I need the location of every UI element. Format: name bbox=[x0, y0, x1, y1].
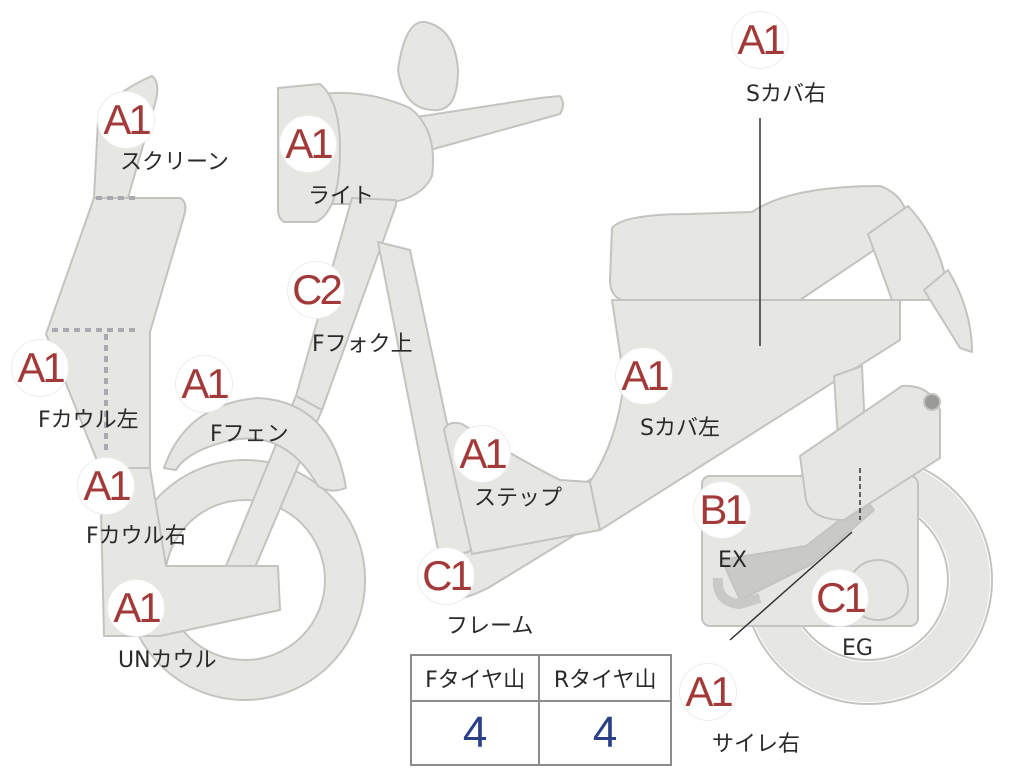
badge-cowl-left[interactable]: A1 bbox=[12, 340, 68, 396]
handlebar bbox=[409, 95, 564, 151]
label-fender: Fフェン bbox=[210, 422, 289, 447]
frame-main bbox=[377, 241, 475, 561]
muffler bbox=[799, 384, 941, 521]
badge-muffler-right[interactable]: A1 bbox=[680, 664, 736, 720]
front-fender bbox=[163, 397, 347, 492]
label-side-cover-left: Sカバ左 bbox=[640, 416, 720, 441]
label-muffler-right: サイレ右 bbox=[712, 732, 801, 757]
badge-side-cover-left[interactable]: A1 bbox=[616, 348, 672, 404]
badge-light[interactable]: A1 bbox=[280, 116, 336, 172]
badge-step[interactable]: A1 bbox=[454, 426, 510, 482]
leader-line-muffler bbox=[729, 531, 853, 641]
badge-cowl-right[interactable]: A1 bbox=[78, 458, 134, 514]
tire-tread-table: Fタイヤ山 Rタイヤ山 4 4 bbox=[409, 654, 672, 766]
tire-header-rear: Rタイヤ山 bbox=[538, 654, 672, 702]
label-light: ライト bbox=[308, 184, 375, 209]
badge-under-cowl[interactable]: A1 bbox=[108, 580, 164, 636]
label-cowl-left: Fカウル左 bbox=[38, 408, 139, 433]
tire-value-rear: 4 bbox=[538, 700, 672, 766]
label-screen: スクリーン bbox=[120, 150, 229, 175]
label-side-cover-right: Sカバ右 bbox=[746, 82, 826, 107]
label-fork-upper: Fフォク上 bbox=[312, 332, 413, 357]
badge-frame[interactable]: C1 bbox=[418, 548, 474, 604]
badge-fender[interactable]: A1 bbox=[176, 356, 232, 412]
badge-engine[interactable]: C1 bbox=[812, 570, 868, 626]
badge-fork-upper[interactable]: C2 bbox=[288, 262, 344, 318]
tire-value-front: 4 bbox=[409, 700, 541, 766]
label-cowl-right: Fカウル右 bbox=[86, 524, 187, 549]
label-engine: EG bbox=[842, 636, 873, 661]
label-exhaust: EX bbox=[718, 548, 747, 573]
tire-header-front: Fタイヤ山 bbox=[409, 654, 541, 702]
seat bbox=[609, 185, 909, 301]
muffler-end bbox=[923, 393, 941, 411]
label-frame: フレーム bbox=[446, 614, 534, 639]
exhaust-bend bbox=[712, 577, 762, 609]
tail bbox=[923, 269, 973, 353]
mirror bbox=[397, 20, 459, 112]
label-under-cowl: UNカウル bbox=[118, 648, 217, 673]
fork-upper-part bbox=[295, 197, 397, 411]
badge-screen[interactable]: A1 bbox=[98, 92, 154, 148]
label-step: ステップ bbox=[474, 486, 563, 511]
badge-exhaust[interactable]: B1 bbox=[694, 482, 750, 538]
badge-side-cover-right[interactable]: A1 bbox=[732, 12, 788, 68]
